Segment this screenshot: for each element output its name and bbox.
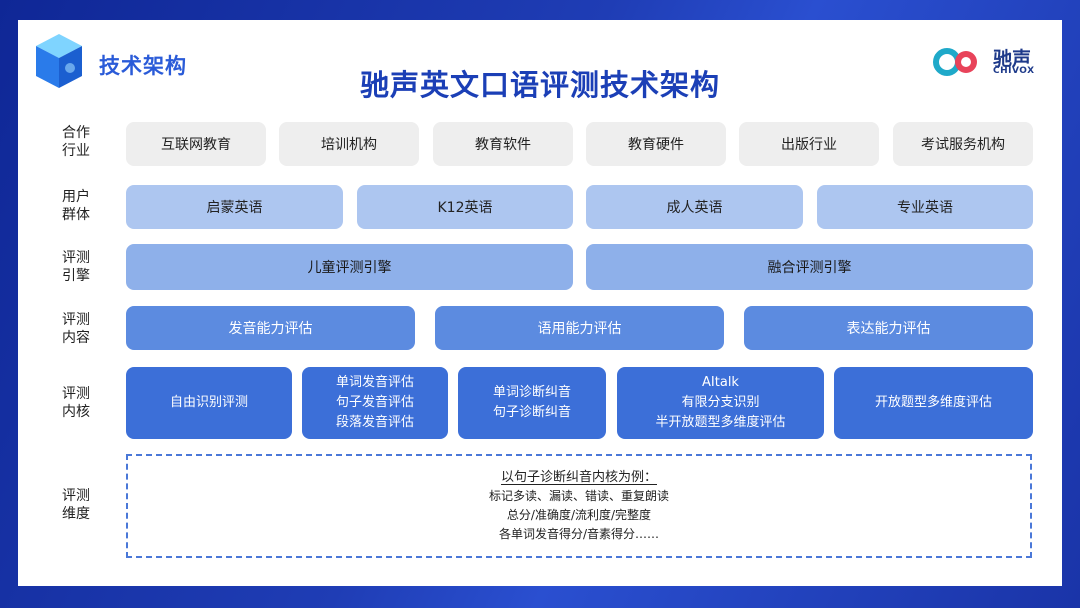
content-item: 发音能力评估	[126, 306, 415, 350]
row-label-core: 评测 内核	[62, 386, 90, 420]
dimension-heading: 以句子诊断纠音内核为例：	[500, 470, 657, 485]
industry-item: 教育软件	[433, 122, 573, 166]
industry-item: 考试服务机构	[893, 122, 1033, 166]
user-group-item: K12英语	[357, 185, 573, 229]
core-item: 开放题型多维度评估	[834, 367, 1033, 439]
page-title: 驰声英文口语评测技术架构	[359, 68, 720, 102]
engine-item: 儿童评测引擎	[126, 244, 573, 290]
dimension-line: 各单词发音得分/音素得分……	[498, 527, 660, 541]
core-item: 自由识别评测	[126, 367, 292, 439]
industry-item: 互联网教育	[126, 122, 266, 166]
content-item: 表达能力评估	[744, 306, 1033, 350]
slide-card: 技术架构 驰声英文口语评测技术架构 驰声 CHIVOX 合作 行业 互联网教育 …	[18, 20, 1062, 586]
core-item: 单词发音评估 句子发音评估 段落发音评估	[302, 367, 448, 439]
section-tag: 技术架构	[99, 54, 187, 78]
user-group-item: 专业英语	[817, 185, 1033, 229]
user-group-item: 成人英语	[586, 185, 803, 229]
logo-text: 驰声	[993, 48, 1032, 70]
chivox-logo-icon	[933, 48, 977, 76]
dimension-box: 以句子诊断纠音内核为例： 标记多读、漏读、错读、重复朗读 总分/准确度/流利度/…	[126, 454, 1032, 558]
industry-item: 出版行业	[739, 122, 879, 166]
core-item: 单词诊断纠音 句子诊断纠音	[458, 367, 606, 439]
industry-item: 培训机构	[279, 122, 419, 166]
content-item: 语用能力评估	[435, 306, 724, 350]
dimension-line: 标记多读、漏读、错读、重复朗读	[488, 489, 669, 503]
user-group-item: 启蒙英语	[126, 185, 343, 229]
core-item: AItalk 有限分支识别 半开放题型多维度评估	[617, 367, 824, 439]
row-label-industry: 合作 行业	[62, 125, 90, 159]
engine-item: 融合评测引擎	[586, 244, 1033, 290]
row-label-content: 评测 内容	[62, 312, 90, 346]
dimension-line: 总分/准确度/流利度/完整度	[506, 508, 652, 522]
industry-item: 教育硬件	[586, 122, 726, 166]
row-label-dimension: 评测 维度	[62, 488, 90, 522]
row-label-engine: 评测 引擎	[62, 250, 90, 284]
logo-subtext: CHIVOX	[993, 66, 1035, 76]
row-label-users: 用户 群体	[62, 189, 90, 223]
cube-icon	[36, 34, 82, 88]
